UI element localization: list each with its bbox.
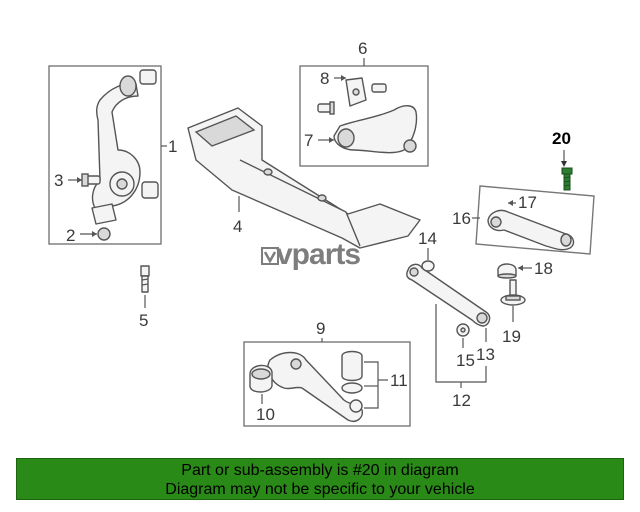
callout-19[interactable]: 19 xyxy=(502,327,521,346)
callout-12[interactable]: 12 xyxy=(452,391,471,410)
callout-17[interactable]: 17 xyxy=(518,193,537,212)
callout-18[interactable]: 18 xyxy=(534,259,553,278)
watermark-logo: vparts xyxy=(261,238,361,271)
callout-8[interactable]: 8 xyxy=(320,69,329,88)
callout-13[interactable]: 13 xyxy=(476,345,495,364)
bushing-part-11[interactable] xyxy=(341,350,363,394)
bolt-part-upper[interactable] xyxy=(317,83,387,115)
info-banner: Part or sub-assembly is #20 in diagram D… xyxy=(16,458,624,500)
callout-14[interactable]: 14 xyxy=(418,229,437,248)
group-frame-1 xyxy=(48,65,162,245)
callout-20[interactable]: 20 xyxy=(552,129,571,148)
callout-3[interactable]: 3 xyxy=(54,171,63,190)
bolt-part-19[interactable] xyxy=(500,279,526,306)
bracket-part-8[interactable] xyxy=(345,77,367,107)
bolt-part-3[interactable] xyxy=(81,173,101,187)
callout-2[interactable]: 2 xyxy=(66,226,75,245)
washer-part-15[interactable] xyxy=(456,323,470,337)
upper-arm-part[interactable] xyxy=(333,105,418,154)
rear-link-part-17[interactable] xyxy=(487,209,575,251)
callout-10[interactable]: 10 xyxy=(256,405,275,424)
bushing-part-10[interactable] xyxy=(249,364,273,393)
callout-7[interactable]: 7 xyxy=(304,131,313,150)
group-frame-16 xyxy=(475,185,595,255)
bolt-part-20[interactable] xyxy=(561,167,573,191)
banner-line-2: Diagram may not be specific to your vehi… xyxy=(165,481,475,498)
group-frame-9 xyxy=(243,341,411,427)
callout-1[interactable]: 1 xyxy=(168,137,177,156)
callout-15[interactable]: 15 xyxy=(456,351,475,370)
crossmember-part[interactable] xyxy=(187,107,421,249)
knuckle-part[interactable] xyxy=(91,75,141,225)
lateral-link-part-13[interactable] xyxy=(406,263,491,327)
callout-5[interactable]: 5 xyxy=(139,311,148,330)
nut-part-14[interactable] xyxy=(421,260,435,272)
callout-11[interactable]: 11 xyxy=(390,371,408,390)
bolt-part-5[interactable] xyxy=(140,265,150,293)
bushing-part[interactable] xyxy=(97,69,159,241)
callout-16[interactable]: 16 xyxy=(452,209,471,228)
callout-4[interactable]: 4 xyxy=(233,217,242,236)
banner-line-1: Part or sub-assembly is #20 in diagram xyxy=(181,462,459,479)
lower-arm-part[interactable] xyxy=(267,351,363,422)
watermark-text: vparts xyxy=(276,238,360,271)
callout-9[interactable]: 9 xyxy=(316,319,325,338)
callout-6[interactable]: 6 xyxy=(358,39,367,58)
bushing-part-18[interactable] xyxy=(497,263,517,279)
